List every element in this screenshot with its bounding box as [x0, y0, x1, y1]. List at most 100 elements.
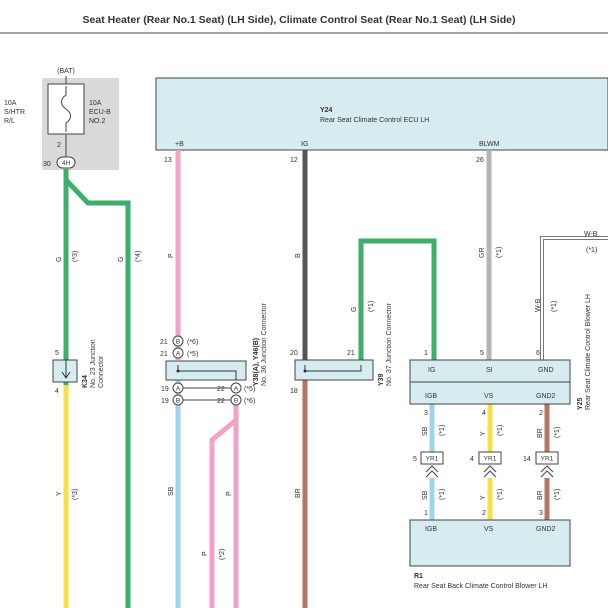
note-wire-y-bot: (*1): [497, 489, 504, 500]
y38-row2-note: (*5): [187, 351, 198, 358]
y25-pin-name-vs: VS: [484, 393, 494, 400]
y38-row4-conn-left: B: [176, 398, 180, 405]
r1-pin-1: 1: [424, 510, 428, 517]
y38-row4-conn-right: B: [234, 398, 238, 405]
y25-pin-2: 2: [539, 410, 543, 417]
r1-pin-name-igb: IGB: [425, 526, 437, 533]
note-wire-y-top: (*1): [497, 425, 504, 436]
label-wire-green-right: G: [118, 257, 125, 262]
y38-row3-conn-left: A: [176, 386, 181, 393]
label-wire-yellow-left: Y: [56, 491, 63, 496]
note-wire-green-left: (*3): [72, 251, 79, 262]
yr1-pin-2: 4: [470, 456, 474, 463]
wire-green-right: [64, 178, 131, 608]
y25-pin-4: 4: [482, 410, 486, 417]
label-wire-pink: P: [168, 253, 175, 258]
y39-pin-bottom: 18: [290, 388, 298, 395]
note-wire-br-top: (*1): [554, 427, 561, 438]
yr1-connector-2: YR1 4: [470, 451, 502, 478]
r1-name: Rear Seat Back Climate Control Blower LH: [414, 583, 547, 590]
y38-row2-conn: A: [176, 351, 181, 358]
fuse-left-label-3: R/L: [4, 118, 15, 125]
y38-row3-pin-right: 22: [217, 386, 225, 393]
y25-pin-name-ig: IG: [428, 367, 435, 374]
y38-row2-conn-circle: [172, 347, 184, 359]
yr1-chevron-icon: [540, 465, 554, 478]
k34-name-2: Connector: [98, 355, 105, 388]
fuse-source-label: (BAT): [57, 68, 75, 75]
note-wire-yellow-left: (*3): [72, 489, 79, 500]
label-wire-br-left: BR: [295, 488, 302, 498]
y25-pin-name-gnd: GND: [538, 367, 554, 374]
note-wire-wb-right: (*1): [551, 301, 558, 312]
y39-pin-left: 20: [290, 350, 298, 357]
ecu-pin-26: 26: [476, 157, 484, 164]
y38-row4-pin-left: 19: [161, 398, 169, 405]
y38-row1-conn-circle: [172, 335, 184, 347]
r1-pin-name-vs: VS: [484, 526, 494, 533]
fuse-connector: [56, 156, 76, 169]
note-wire-br-bot: (*1): [554, 489, 561, 500]
k34-id: K34: [82, 375, 89, 388]
label-wire-p-left: P: [202, 551, 209, 556]
label-wire-black: B: [295, 253, 302, 258]
y25-pin-5: 5: [480, 350, 484, 357]
y39-id: Y39: [378, 373, 385, 386]
y25-id: Y25: [577, 397, 584, 410]
y38-row3-note: (*5): [244, 386, 255, 393]
label-wire-y-bot: Y: [480, 495, 487, 500]
y38-row2-pin: 21: [160, 351, 168, 358]
y25-pin-name-si: SI: [486, 367, 493, 374]
y38-id: Y38(A), Y46(B): [253, 338, 260, 386]
yr1-label-1: YR1: [426, 456, 439, 463]
r1-id: R1: [414, 573, 423, 580]
yr1-pin-1: 5: [413, 456, 417, 463]
note-wire-green-right: (*4): [135, 251, 142, 262]
k34-connector: [52, 359, 78, 383]
ecu-id: Y24: [320, 107, 333, 114]
wire-wb: [540, 236, 608, 360]
label-wire-y-top: Y: [480, 431, 487, 436]
r1-pin-name-gnd2: GND2: [536, 526, 556, 533]
ecu-name: Rear Seat Climate Control ECU LH: [320, 117, 429, 124]
ecu-pin-name-blwm: BLWM: [479, 141, 500, 148]
label-wire-green-left: G: [56, 257, 63, 262]
fuse-symbol: [61, 86, 71, 132]
note-wire-gray: (*1): [496, 247, 503, 258]
fuse-right-label-1: 10A: [89, 100, 102, 107]
yr1-label-2: YR1: [484, 456, 497, 463]
y25-pin-6: 6: [536, 350, 540, 357]
k34-name-1: No. 23 Junction: [90, 339, 97, 388]
ecu-pin-name-ig: IG: [301, 141, 308, 148]
yr1-connector-1: YR1 5: [413, 451, 444, 478]
wire-p-left: [209, 405, 239, 608]
fuse-left-label-2: S/HTR: [4, 109, 25, 116]
label-wire-sb-left: SB: [168, 486, 175, 496]
y38-row4-note: (*6): [244, 398, 255, 405]
label-wire-green-ig: G: [351, 307, 358, 312]
r1-box: [409, 519, 571, 567]
y25-pin-3: 3: [424, 410, 428, 417]
yr1-pin-3: 14: [523, 456, 531, 463]
label-wire-wb-top: W-B: [584, 231, 598, 238]
note-wire-green-ig: (*1): [368, 301, 375, 312]
label-wire-sb-top: SB: [422, 426, 429, 436]
y39-name: No. 37 Junction Connector: [386, 302, 393, 386]
label-wire-br-bot: BR: [537, 490, 544, 500]
yr1-chevron-icon: [425, 465, 439, 478]
y25-pin-name-igb: IGB: [425, 393, 437, 400]
y25-name: Rear Seat Climate Control Blower LH: [585, 294, 592, 410]
fuse-right-label-2: ECU-B: [89, 109, 111, 116]
diagram-title: Seat Heater (Rear No.1 Seat) (LH Side), …: [83, 14, 516, 26]
y38-row1-note: (*6): [187, 339, 198, 346]
y38-name: No. 36 Junction Connector: [261, 302, 268, 386]
note-wire-sb-bot: (*1): [439, 489, 446, 500]
y38-row3-pin-left: 19: [161, 386, 169, 393]
k34-pin-top: 5: [55, 350, 59, 357]
ecu-pin-13: 13: [164, 157, 172, 164]
note-wire-p-left: (*2): [219, 549, 226, 560]
y38-row4-pin-right: 22: [217, 398, 225, 405]
label-wire-br-top: BR: [537, 428, 544, 438]
label-wire-sb-bot: SB: [422, 490, 429, 500]
